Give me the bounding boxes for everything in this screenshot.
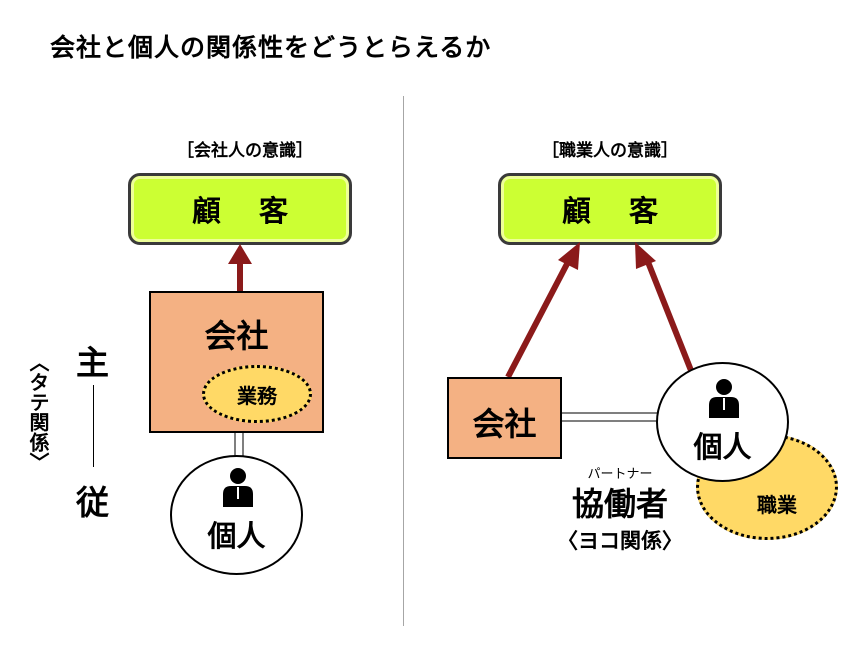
right-customer-box: 顧 客 [498,173,722,245]
follower-label: 従 [76,483,109,522]
partner-ruby: パートナー [587,467,653,482]
center-divider [403,96,404,626]
left-customer-box: 顧 客 [128,173,352,245]
right-person-label: 個人 [693,430,752,464]
left-person-circle: 個人 [170,455,303,575]
horizontal-relation-label: 〈ヨコ関係〉 [557,529,683,553]
left-person-label: 個人 [207,519,266,553]
left-company-box: 会社 業務 [149,291,324,433]
master-follower-line [93,385,94,467]
right-company-box: 会社 [447,377,562,459]
right-link-line [562,412,660,422]
partner-label: 協働者 [571,485,668,523]
left-link-line [234,433,244,458]
right-person-circle: 個人 [656,362,789,482]
page-title: 会社と個人の関係性をどうとらえるか [50,33,492,62]
vertical-relation-label: 〈タテ関係〉 [26,352,50,472]
person-icon [223,468,253,507]
person-icon [709,379,739,418]
left-section-label: ［会社人の意識］ [177,141,313,161]
duty-oval: 業務 [202,365,312,423]
left-company-label: 会社 [204,317,269,355]
profession-label: 職業 [757,493,797,517]
right-arrows [505,242,695,379]
right-section-label: ［職業人の意識］ [542,141,678,161]
left-arrow [228,244,252,292]
right-company-label: 会社 [472,405,537,443]
master-label: 主 [76,343,109,382]
